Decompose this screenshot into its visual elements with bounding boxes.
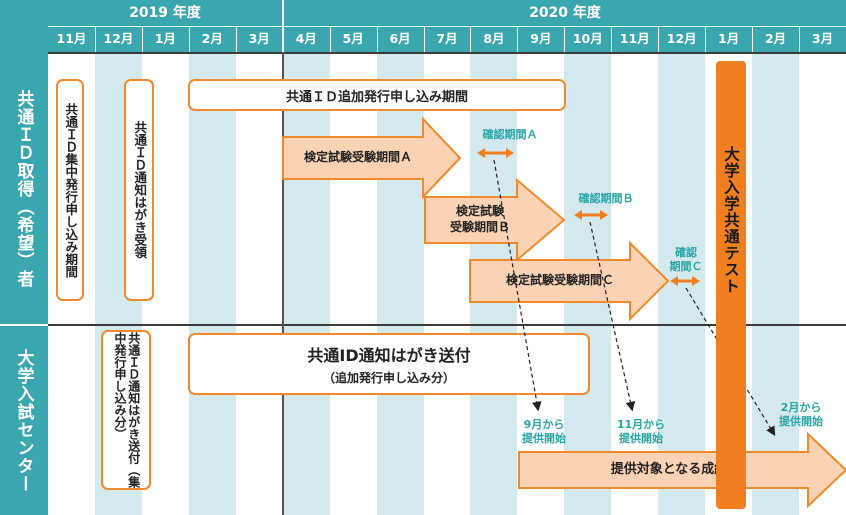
- provision-nov-line1: 11月から: [616, 418, 666, 431]
- month-separator: [235, 27, 237, 52]
- month-stripe: [376, 52, 424, 515]
- month-separator: [329, 27, 331, 52]
- month-separator: [517, 27, 519, 52]
- year-label-2020: 2020 年度: [529, 5, 601, 21]
- confirm-a-head-right: [506, 148, 514, 158]
- confirm-c-label: 確認 期間Ｃ: [656, 246, 716, 274]
- period-b-arrow: [424, 177, 566, 263]
- period-c-label: 検定試験受験期間Ｃ: [505, 273, 614, 288]
- provision-sep-line2: 提供開始: [522, 431, 566, 445]
- month-separator: [752, 27, 754, 52]
- provision-feb-label: 2月から 提供開始: [766, 401, 836, 429]
- month-label: 7月: [436, 31, 458, 46]
- provision-feb-line1: 2月から: [780, 401, 822, 414]
- month-stripe: [188, 52, 236, 515]
- month-separator: [658, 27, 660, 52]
- period-b-label: 検定試験 受験期間Ｂ: [425, 197, 535, 243]
- notice-sent-concentrated-box: 共通ＩＤ通知はがき送付（集中発行申し込み分）: [101, 330, 151, 490]
- confirm-a-head-left: [477, 148, 485, 158]
- month-separator: [611, 27, 613, 52]
- row-split-left: [0, 324, 48, 326]
- period-a-arrow: [282, 116, 462, 200]
- month-label: 2月: [764, 31, 787, 46]
- month-label: 11月: [56, 31, 87, 46]
- month-label: 12月: [666, 31, 697, 46]
- year-label-2019: 2019 年度: [129, 5, 201, 21]
- period-b-label-line2: 受験期間Ｂ: [449, 220, 510, 234]
- month-separator: [705, 27, 707, 52]
- confirm-a-label: 確認期間Ａ: [482, 128, 538, 141]
- month-label: 12月: [103, 31, 134, 46]
- month-separator: [141, 27, 143, 52]
- month-separator: [564, 27, 566, 52]
- notice-sent-additional-title: 共通ID通知はがき送付: [307, 346, 471, 365]
- concentrated-application-box: 共通ＩＤ集中発行申し込み期間: [56, 79, 84, 301]
- month-separator: [423, 27, 425, 52]
- month-label: 11月: [619, 31, 650, 46]
- provision-feb-line2: 提供開始: [779, 414, 823, 428]
- common-test-bar: [716, 61, 746, 509]
- dashed-link-a: [493, 159, 542, 412]
- confirm-c-label-line2: 期間Ｃ: [669, 259, 703, 273]
- month-separator: [799, 27, 801, 52]
- provision-sep-line1: 9月から: [523, 418, 565, 431]
- month-label: 5月: [342, 31, 364, 46]
- month-stripe: [752, 52, 800, 515]
- common-test-label: 大学入学共通テスト: [722, 145, 740, 295]
- month-label: 9月: [530, 31, 552, 46]
- period-c-arrow: [469, 240, 670, 322]
- period-b-label-line1: 検定試験: [455, 204, 504, 219]
- row-split: [48, 324, 846, 326]
- row-label-column: [0, 52, 48, 515]
- confirm-c-label-line1: 確認: [675, 246, 697, 259]
- month-separator: [94, 27, 96, 52]
- month-label: 3月: [811, 31, 834, 46]
- confirm-c-head-right: [692, 276, 700, 286]
- period-a-label: 検定試験受験期間Ａ: [303, 150, 412, 165]
- confirm-b-label: 確認期間Ｂ: [578, 192, 634, 205]
- additional-application-box: 共通ＩＤ追加発行申し込み期間: [188, 79, 566, 111]
- month-separator: [376, 27, 378, 52]
- notice-received-box: 共通ＩＤ通知はがき受領: [124, 79, 154, 301]
- dashed-link-b: [589, 221, 636, 412]
- month-separator: [188, 27, 190, 52]
- results-label: 提供対象となる成績: [610, 461, 728, 477]
- month-separator: [470, 27, 472, 52]
- month-label: 1月: [718, 31, 740, 46]
- provision-sep-label: 9月から 提供開始: [512, 418, 576, 446]
- month-label: 6月: [389, 31, 411, 46]
- confirm-b-head-left: [574, 210, 582, 220]
- provision-nov-label: 11月から 提供開始: [606, 418, 676, 446]
- notice-sent-additional-sub: （追加発行申し込み分）: [322, 371, 455, 385]
- header-divider: [48, 26, 846, 27]
- confirm-b-head-right: [600, 210, 608, 220]
- month-label: 1月: [154, 31, 176, 46]
- results-arrow: [518, 431, 846, 509]
- confirm-c-head-left: [670, 276, 678, 286]
- month-label: 10月: [572, 31, 603, 46]
- row-label-applicant: 共通ＩＤ取得（希望）者: [13, 90, 34, 288]
- row-label-center: 大学入試センター: [13, 349, 34, 493]
- month-label: 2月: [201, 31, 223, 46]
- fiscal-year-line: [282, 52, 284, 515]
- month-separator: [282, 27, 284, 52]
- month-label: 4月: [295, 31, 317, 46]
- month-stripe: [282, 52, 330, 515]
- notice-sent-additional-box: 共通ID通知はがき送付 （追加発行申し込み分）: [188, 333, 590, 395]
- year-divider: [282, 0, 284, 52]
- month-label: 8月: [483, 31, 505, 46]
- top-rule: [48, 52, 846, 54]
- month-label: 3月: [248, 31, 270, 46]
- provision-nov-line2: 提供開始: [619, 431, 663, 445]
